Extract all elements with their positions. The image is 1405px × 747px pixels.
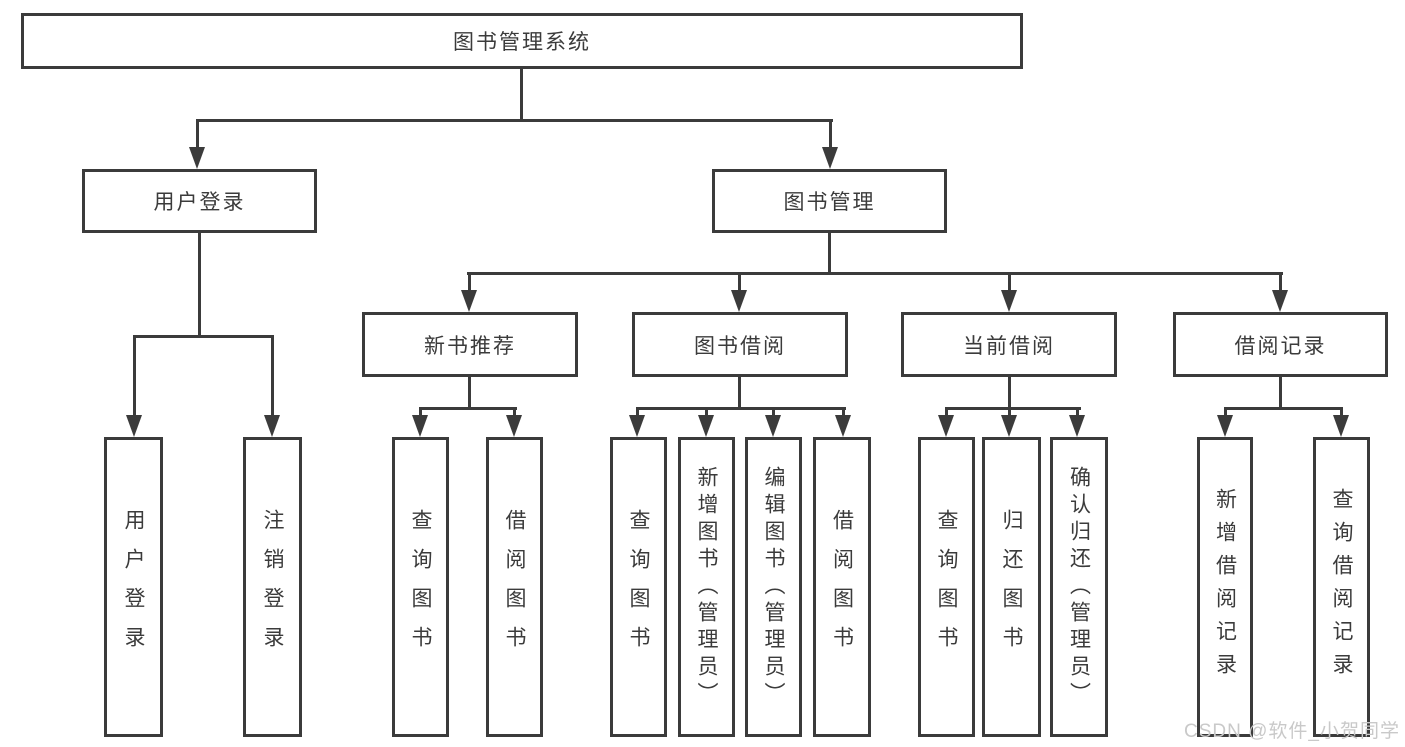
leaf-user-login: 用户登录 [104, 437, 163, 737]
connector-newbook-vline [468, 377, 471, 410]
connector-stub [1076, 407, 1079, 419]
arrowhead-down-icon [1217, 415, 1233, 437]
arrowhead-down-icon [698, 415, 714, 437]
connector-current-vline [1008, 377, 1011, 410]
leaf-query-books-1: 查询图书 [392, 437, 449, 737]
arrowhead-down-icon [629, 415, 645, 437]
arrowhead-down-icon [264, 415, 280, 437]
connector-stub [829, 119, 832, 151]
node-user-login-group: 用户登录 [82, 169, 317, 233]
connector-newbook-hline [419, 407, 517, 410]
node-new-book-recommend: 新书推荐 [362, 312, 578, 377]
node-root: 图书管理系统 [21, 13, 1023, 69]
arrowhead-down-icon [1001, 415, 1017, 437]
connector-records-hline [1224, 407, 1343, 410]
arrowhead-down-icon [731, 290, 747, 312]
connector-stub [1008, 272, 1011, 294]
connector-stub [1279, 272, 1282, 294]
connector-stub [419, 407, 422, 419]
leaf-user-login-label: 用户登录 [122, 509, 145, 665]
leaf-confirm-return-admin: 确认归还（管理员） [1050, 437, 1108, 737]
leaf-borrow-books-1-label: 借阅图书 [503, 509, 526, 665]
arrowhead-down-icon [938, 415, 954, 437]
arrowhead-down-icon [1001, 290, 1017, 312]
node-book-management: 图书管理 [712, 169, 947, 233]
leaf-confirm-return-admin-label: 确认归还（管理员） [1067, 465, 1091, 709]
connector-borrowing-hline [636, 407, 846, 410]
connector-stub [513, 407, 516, 419]
leaf-borrow-books-1: 借阅图书 [486, 437, 543, 737]
leaf-return-book-label: 归还图书 [1000, 509, 1023, 665]
leaf-add-book-admin: 新增图书（管理员） [678, 437, 735, 737]
leaf-edit-book-admin-label: 编辑图书（管理员） [762, 465, 785, 709]
arrowhead-down-icon [189, 147, 205, 169]
leaf-query-books-3-label: 查询图书 [935, 509, 958, 665]
arrowhead-down-icon [1333, 415, 1349, 437]
connector-bookmgmt-vline [828, 233, 831, 275]
leaf-add-borrow-record-label: 新增借阅记录 [1213, 488, 1237, 686]
leaf-add-book-admin-label: 新增图书（管理员） [695, 465, 718, 709]
arrowhead-down-icon [412, 415, 428, 437]
leaf-borrow-books-2-label: 借阅图书 [830, 509, 854, 665]
connector-stub [1340, 407, 1343, 419]
node-book-borrowing: 图书借阅 [632, 312, 848, 377]
connector-stub [772, 407, 775, 419]
connector-userlogin-vline [198, 233, 201, 338]
csdn-watermark: CSDN @软件_小贺同学 [1184, 721, 1400, 742]
leaf-logout: 注销登录 [243, 437, 302, 737]
leaf-query-borrow-record-label: 查询借阅记录 [1330, 488, 1353, 686]
arrowhead-down-icon [765, 415, 781, 437]
node-borrowing-records: 借阅记录 [1173, 312, 1388, 377]
connector-stub [945, 407, 948, 419]
leaf-borrow-books-2: 借阅图书 [813, 437, 871, 737]
connector-borrowing-vline [738, 377, 741, 410]
connector-userlogin-hline [133, 335, 274, 338]
node-root-label: 图书管理系统 [453, 31, 591, 54]
connector-stub [468, 272, 471, 294]
connector-current-hline [945, 407, 1081, 410]
connector-bookmgmt-hline [467, 272, 1283, 275]
connector-stub [1008, 407, 1011, 419]
connector-stub [842, 407, 845, 419]
connector-stub [271, 335, 274, 419]
arrowhead-down-icon [1272, 290, 1288, 312]
connector-stub [636, 407, 639, 419]
leaf-logout-label: 注销登录 [261, 509, 284, 665]
leaf-query-books-3: 查询图书 [918, 437, 975, 737]
connector-stub [133, 335, 136, 419]
leaf-return-book: 归还图书 [982, 437, 1041, 737]
connector-stub [1224, 407, 1227, 419]
arrowhead-down-icon [506, 415, 522, 437]
arrowhead-down-icon [1069, 415, 1085, 437]
arrowhead-down-icon [835, 415, 851, 437]
arrowhead-down-icon [126, 415, 142, 437]
connector-stub [738, 272, 741, 294]
leaf-query-borrow-record: 查询借阅记录 [1313, 437, 1370, 737]
leaf-edit-book-admin: 编辑图书（管理员） [745, 437, 802, 737]
arrowhead-down-icon [461, 290, 477, 312]
leaf-add-borrow-record: 新增借阅记录 [1197, 437, 1253, 737]
node-current-borrowing: 当前借阅 [901, 312, 1117, 377]
connector-root-vline [520, 69, 523, 122]
connector-stub [196, 119, 199, 151]
node-current-borrowing-label: 当前借阅 [963, 334, 1055, 358]
leaf-query-books-2: 查询图书 [610, 437, 667, 737]
leaf-query-books-1-label: 查询图书 [409, 509, 432, 665]
node-new-book-recommend-label: 新书推荐 [424, 334, 516, 358]
node-book-management-label: 图书管理 [783, 191, 876, 214]
node-book-borrowing-label: 图书借阅 [694, 334, 786, 358]
connector-records-vline [1279, 377, 1282, 410]
leaf-query-books-2-label: 查询图书 [627, 509, 650, 665]
arrowhead-down-icon [822, 147, 838, 169]
node-user-login-group-label: 用户登录 [153, 191, 246, 214]
connector-root-hline [196, 119, 833, 122]
connector-stub [705, 407, 708, 419]
node-borrowing-records-label: 借阅记录 [1234, 334, 1327, 358]
